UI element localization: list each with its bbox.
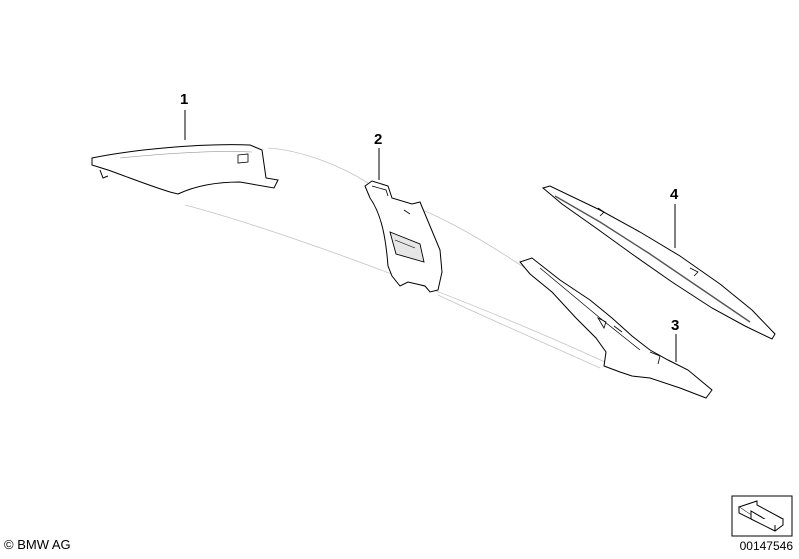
part-2-trim-panel <box>364 180 443 293</box>
diagram-id: 00147546 <box>739 539 793 553</box>
part-3-bracket <box>519 257 713 399</box>
copyright-text: © BMW AG <box>4 537 71 552</box>
callout-1: 1 <box>180 91 188 108</box>
callout-4: 4 <box>670 186 679 203</box>
part-1-trim-panel <box>91 144 279 195</box>
view-arrow-icon[interactable] <box>731 495 793 537</box>
callout-2: 2 <box>374 131 382 148</box>
part-4-trim-strip <box>541 185 776 340</box>
callout-3: 3 <box>671 317 679 334</box>
